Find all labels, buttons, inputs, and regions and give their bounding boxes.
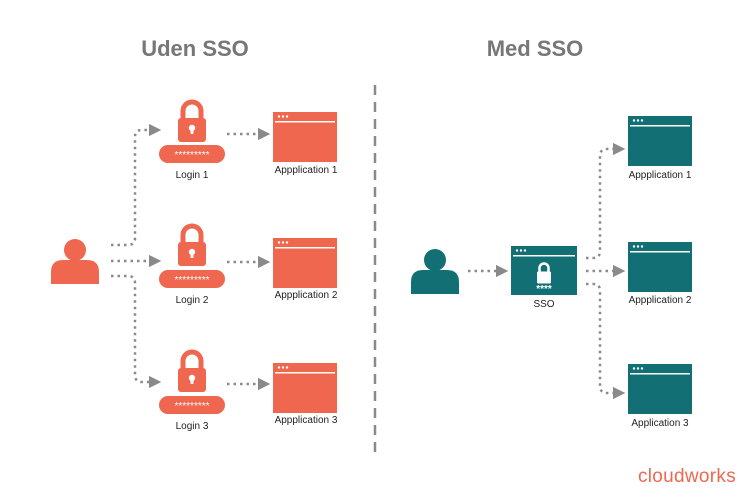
browser-window-icon: [273, 238, 337, 288]
browser-window-icon: [628, 242, 692, 292]
left-section: ********* ********* *********: [51, 102, 337, 414]
user-icon: [411, 249, 459, 294]
sso-to-app-arrows: [586, 142, 626, 400]
password-mask: *********: [174, 401, 209, 412]
arrow-icon: [111, 274, 162, 389]
padlock-icon: [178, 352, 206, 392]
padlock-icon: [178, 102, 206, 142]
application-label: Appplication 1: [628, 170, 692, 181]
login-label: Login 2: [175, 295, 209, 306]
application-label: Appplication 1: [274, 165, 338, 176]
application-label: Appplication 2: [628, 295, 692, 306]
sso-window: ****: [511, 246, 577, 295]
login-label: Login 1: [175, 170, 209, 181]
arrow-icon: [586, 282, 626, 400]
browser-window-icon: [628, 364, 692, 414]
sso-label: SSO: [533, 299, 555, 310]
password-field: [159, 270, 225, 288]
right-section: ****: [411, 116, 692, 414]
title-without-sso: Uden SSO: [141, 36, 249, 61]
arrow-icon: [111, 123, 162, 247]
application-label: Appplication 3: [274, 415, 338, 426]
user-to-login-arrows: [111, 123, 162, 389]
user-icon: [51, 239, 99, 284]
brand-logo: cloudworks: [637, 466, 736, 487]
arrow-icon: [586, 142, 626, 260]
title-with-sso: Med SSO: [486, 36, 584, 61]
application-label: Application 3: [631, 418, 689, 429]
browser-window-icon: [273, 363, 337, 413]
password-mask: *********: [174, 275, 209, 286]
application-label: Appplication 2: [274, 290, 338, 301]
browser-window-icon: [628, 116, 692, 166]
password-mask: *********: [174, 150, 209, 161]
sso-password-mask: ****: [536, 284, 552, 295]
padlock-icon: [178, 226, 206, 266]
browser-window-icon: [273, 112, 337, 162]
password-field: [159, 396, 225, 414]
login-label: Login 3: [175, 421, 209, 432]
password-field: [159, 145, 225, 163]
